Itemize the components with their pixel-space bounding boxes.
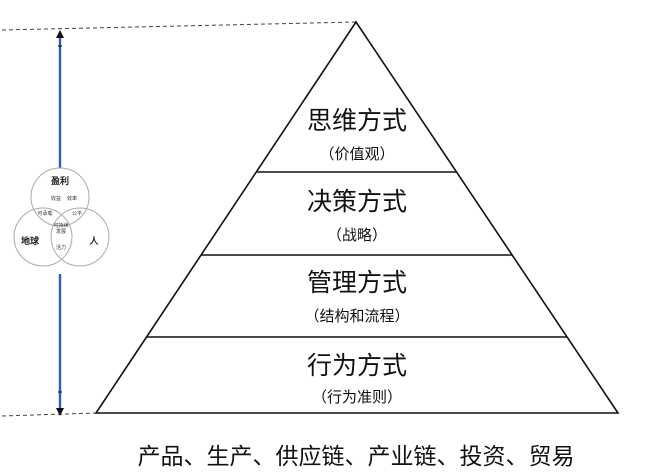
footer-text: 产品、生产、供应链、产业链、投资、贸易 [138, 444, 575, 470]
pyramid-level-3-subtitle: （结构和流程） [304, 307, 409, 325]
venn-circle-profit [30, 167, 90, 227]
venn-overlap-sustainable: 可持续 [53, 222, 68, 229]
pyramid-level-3-title: 管理方式 [307, 268, 407, 297]
bottom-dashed-guide [1, 412, 97, 417]
venn-label-people: 人 [88, 235, 99, 247]
pyramid-level-1-title: 思维方式 [307, 106, 407, 135]
venn-circle-planet [13, 207, 73, 267]
venn-circle-people [50, 207, 110, 267]
pyramid-level-2-subtitle: （战略） [327, 226, 387, 244]
pyramid-level-4-subtitle: （行为准则） [312, 388, 402, 406]
scale-arrow-bottom [56, 408, 64, 416]
venn-overlap-vitality: 活力 [56, 244, 66, 251]
venn-overlap-efficiency: 效率 [67, 195, 77, 202]
venn-label-planet: 地球 [21, 235, 40, 247]
scale-arrow-top [56, 30, 64, 38]
venn-diagram: 盈利 地球 人 收益 效率 可承载 公平 可持续 发展 活力 [13, 167, 110, 267]
pyramid-outline [94, 20, 620, 414]
vertical-scale [56, 30, 64, 416]
venn-overlap-bearable: 可承载 [37, 210, 52, 217]
venn-overlap-equitable: 公平 [72, 211, 82, 217]
pyramid: 思维方式 （价值观） 决策方式 （战略） 管理方式 （结构和流程） 行为方式 （… [94, 20, 620, 414]
venn-label-profit: 盈利 [50, 175, 69, 187]
pyramid-level-2-title: 决策方式 [307, 187, 407, 216]
pyramid-level-1-subtitle: （价值观） [319, 145, 394, 163]
venn-overlap-development: 发展 [56, 228, 66, 235]
pyramid-level-4-title: 行为方式 [307, 351, 407, 380]
venn-overlap-revenue: 收益 [51, 195, 61, 202]
top-dashed-guide [1, 21, 357, 31]
